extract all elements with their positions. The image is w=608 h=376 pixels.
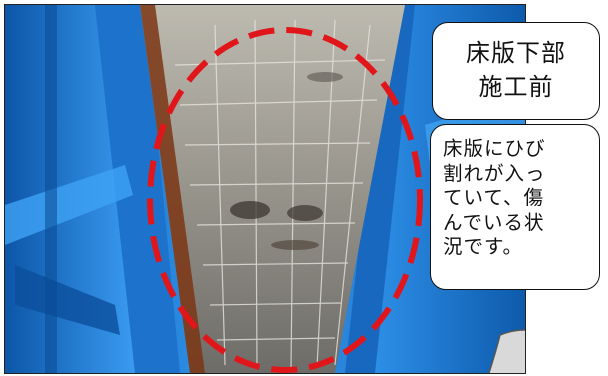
left-bracing [5, 165, 133, 245]
left-lower-bracing [15, 265, 120, 335]
concrete-deck-slab [140, 5, 405, 373]
damage-highlight-ring [147, 27, 423, 373]
title-callout-line: 床版下部 [466, 39, 566, 67]
note-callout-line: 割れが入っ [443, 161, 546, 185]
note-callout-line: んでいる状 [443, 210, 545, 234]
note-callout-line: 況です。 [443, 235, 524, 258]
rust-stain-edge [140, 5, 205, 373]
left-stiffener [45, 5, 57, 373]
right-girder-web [345, 5, 415, 373]
note-callout-line: 床版にひび [443, 137, 546, 160]
crack-pattern [174, 19, 386, 368]
stain-patch [271, 240, 319, 250]
curled-page-corner-icon [488, 329, 525, 373]
note-callout: 床版にひび 割れが入っ ていて、傷 んでいる状 況です。 [430, 124, 600, 290]
stain-patch [287, 205, 323, 221]
stain-patch [307, 72, 343, 82]
title-callout: 床版下部 施工前 [432, 22, 600, 120]
left-girder-web [95, 5, 180, 373]
stain-patch [230, 201, 270, 219]
note-callout-line: ていて、傷 [443, 186, 544, 209]
title-callout-line: 施工前 [478, 73, 554, 101]
